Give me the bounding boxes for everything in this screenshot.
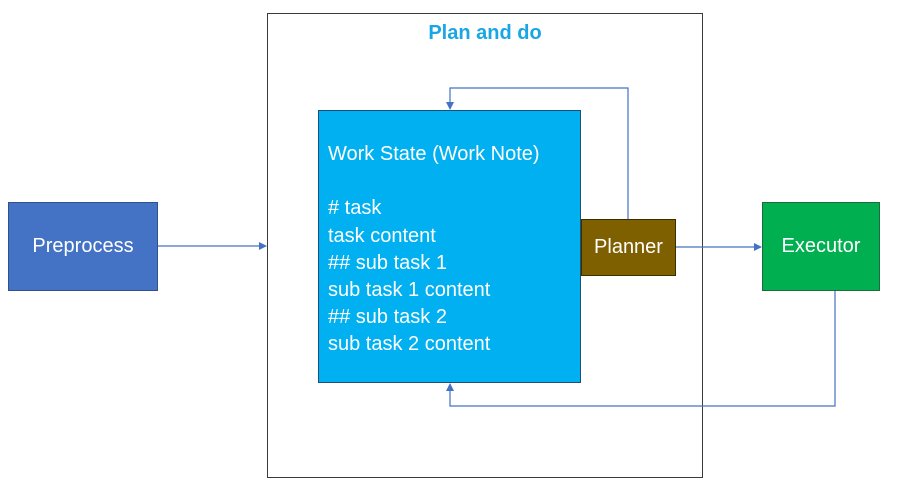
work-state-subtask1-heading: ## sub task 1: [328, 251, 447, 274]
work-state-node: Work State (Work Note) # task task conte…: [318, 110, 581, 383]
plan-and-do-frame: [267, 13, 703, 478]
frame-title: Plan and do: [428, 22, 542, 44]
work-state-subtask1-content: sub task 1 content: [328, 279, 491, 301]
planner-node: Planner: [581, 219, 676, 276]
work-state-title: Work State (Work Note): [328, 143, 540, 165]
work-state-subtask2-content: sub task 2 content: [328, 333, 491, 356]
executor-node: Executor: [762, 202, 880, 291]
work-state-subtask2-heading: ## sub task 2: [328, 306, 447, 329]
work-state-task-heading: # task: [328, 197, 382, 220]
preprocess-node: Preprocess: [8, 202, 158, 291]
work-state-blank-line: [328, 168, 580, 195]
work-state-task-content: task content: [328, 224, 436, 247]
